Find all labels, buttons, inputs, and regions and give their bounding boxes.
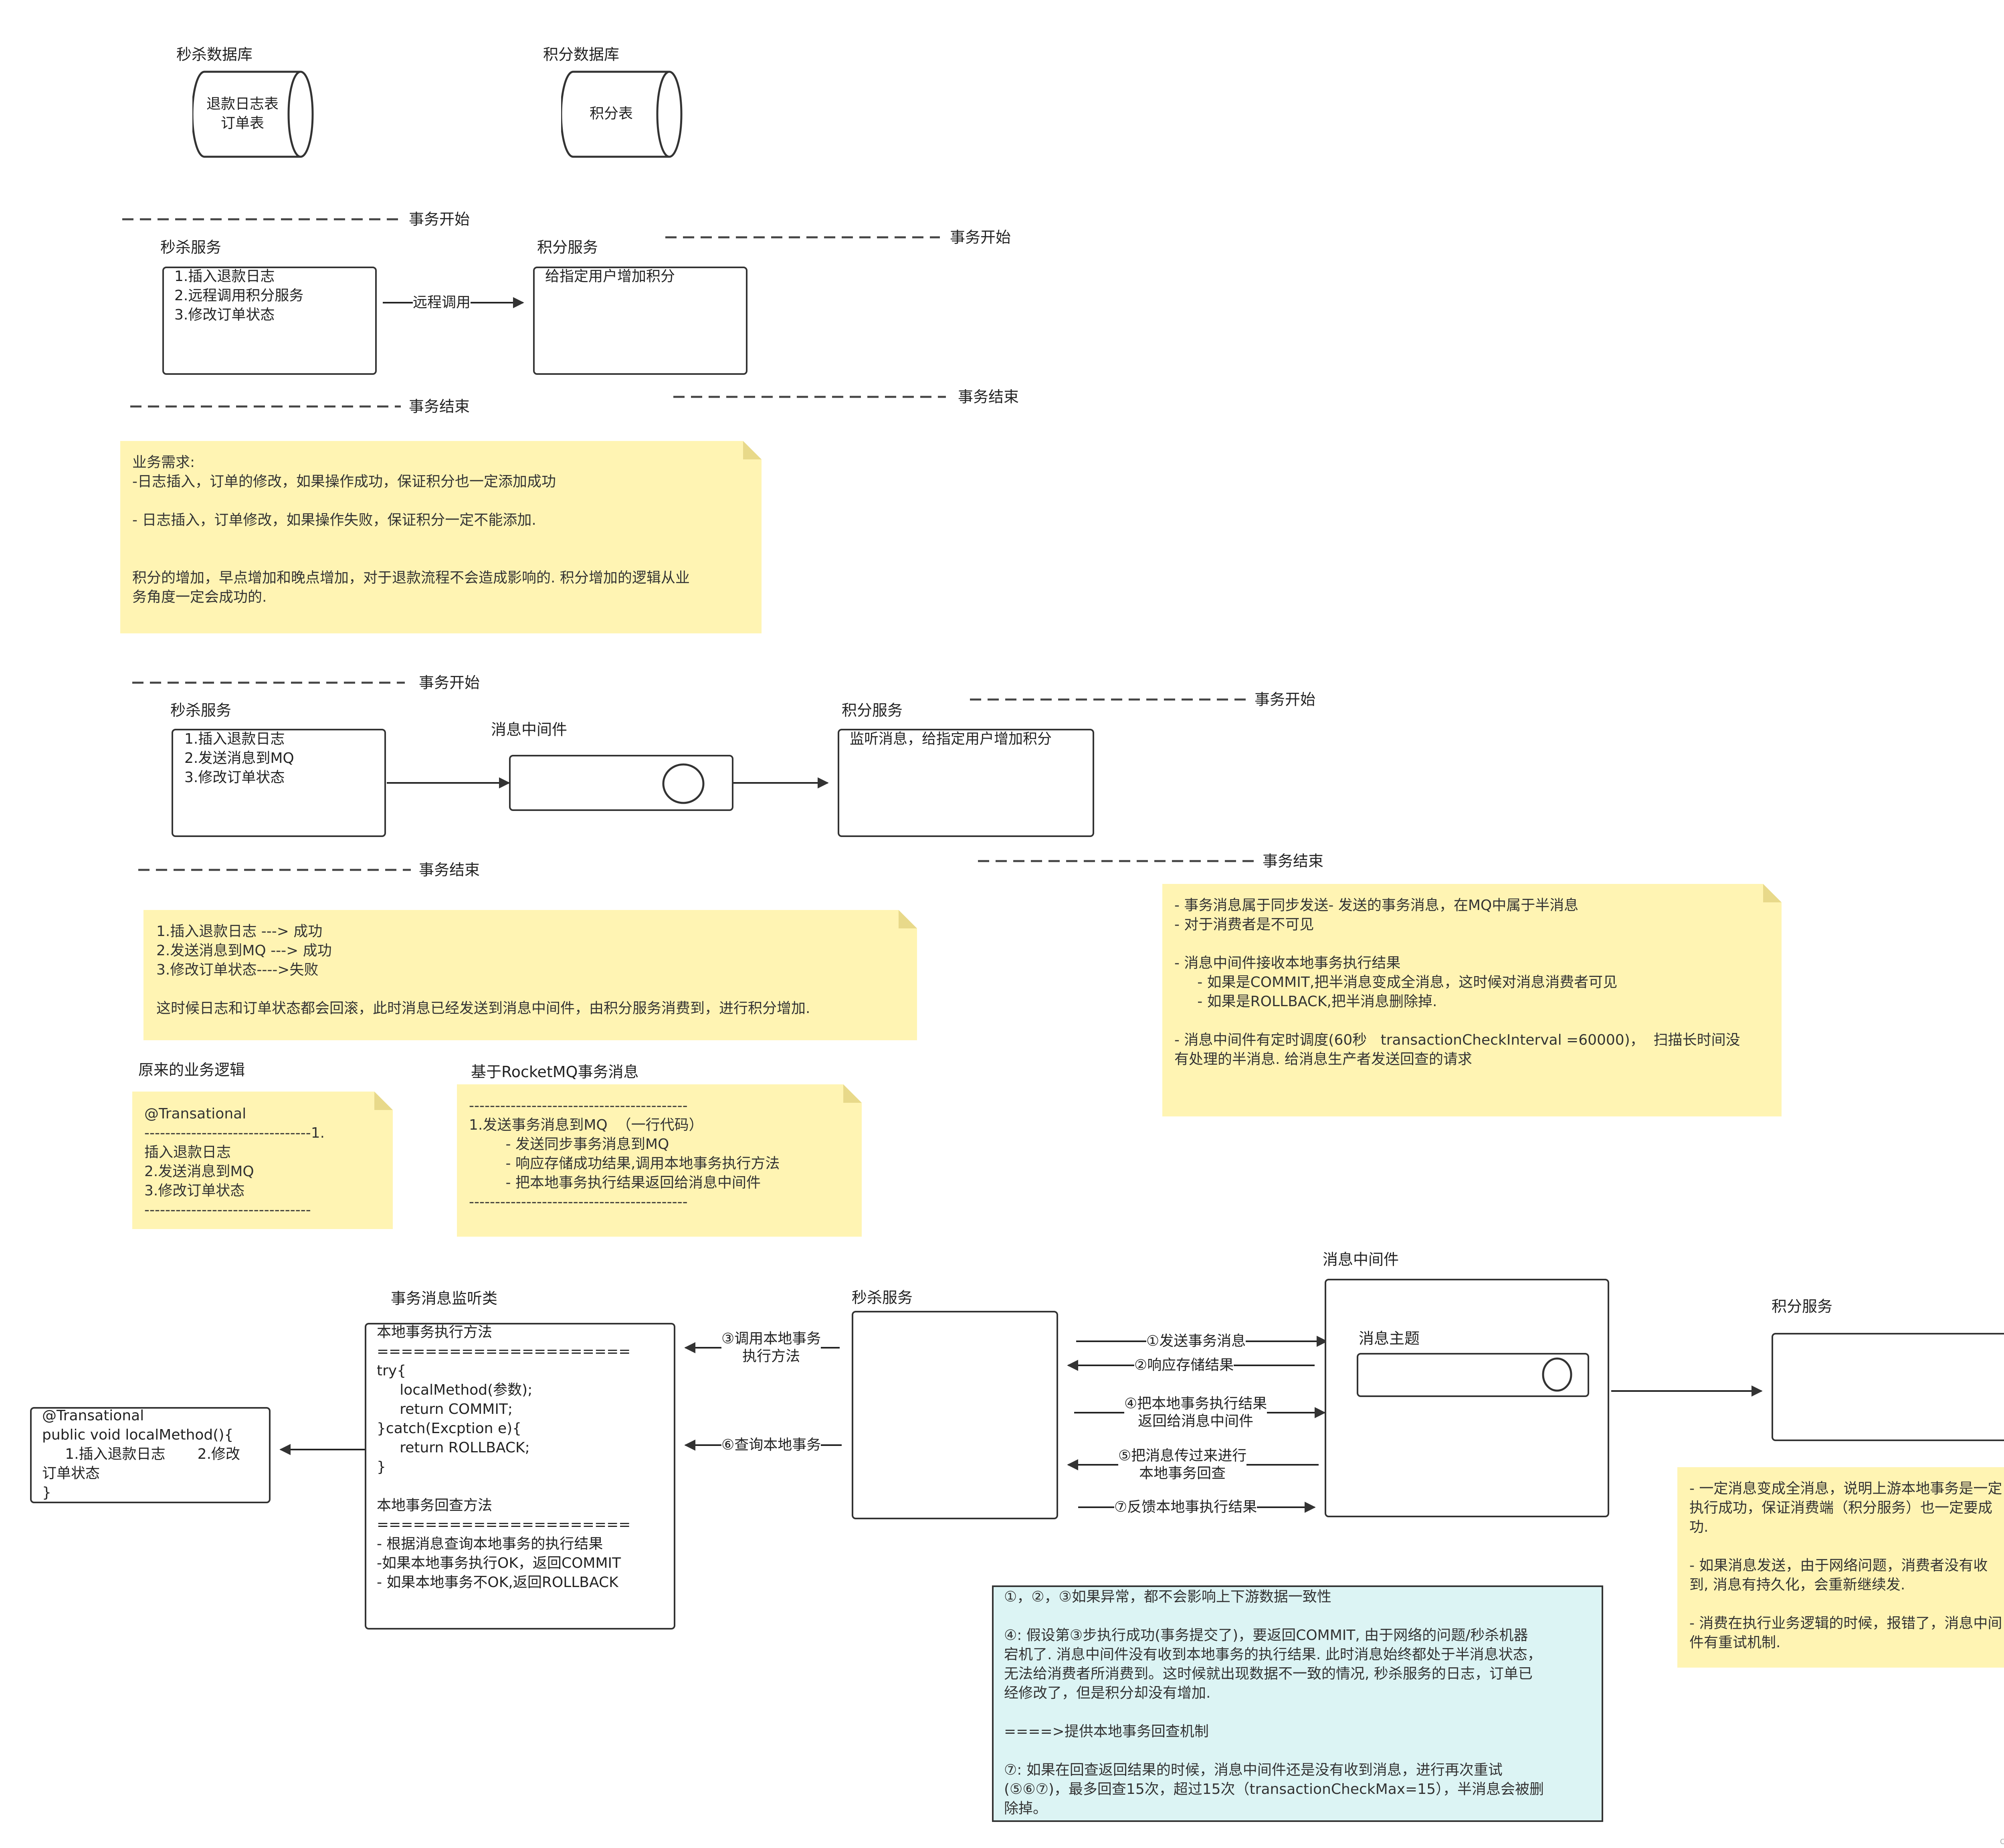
s2-tx-end-right: 事务结束 bbox=[1263, 852, 1324, 870]
transaction-boundaries bbox=[122, 218, 1255, 871]
points-guarantee-note bbox=[1677, 1467, 2004, 1668]
edge-return-result: ④把本地事务执行结果 返回给消息中间件 bbox=[1124, 1395, 1267, 1430]
edge-call-local: ③调用本地事务 执行方法 bbox=[721, 1330, 821, 1365]
s3-mq-box bbox=[1325, 1279, 1609, 1517]
local-method-box bbox=[30, 1407, 271, 1503]
s1-tx-end-left: 事务结束 bbox=[409, 398, 470, 415]
s3-points-title: 积分服务 bbox=[1772, 1298, 1833, 1315]
s2-seckill-steps: 1.插入退款日志 2.发送消息到MQ 3.修改订单状态 bbox=[184, 731, 294, 786]
original-logic-note bbox=[132, 1092, 393, 1229]
s2-tx-end-left: 事务结束 bbox=[419, 861, 480, 879]
edge-feedback: ⑦反馈本地事执行结果 bbox=[1114, 1498, 1257, 1516]
original-logic-title: 原来的业务逻辑 bbox=[138, 1061, 245, 1079]
s1-tx-end-right: 事务结束 bbox=[958, 388, 1019, 406]
failure-scenario-note bbox=[143, 910, 917, 1040]
s1-points-service-box bbox=[533, 267, 747, 375]
edge-pass-check: ⑤把消息传过来进行 本地事务回查 bbox=[1118, 1447, 1247, 1482]
s1-points-action: 给指定用户增加积分 bbox=[545, 268, 675, 285]
local-method-code: @Transational public void localMethod(){… bbox=[42, 1407, 240, 1501]
rocketmq-logic-text: ----------------------------------------… bbox=[469, 1098, 780, 1210]
points-guarantee-text: - 一定消息变成全消息，说明上游本地事务是一定 执行成功，保证消费端（积分服务）… bbox=[1689, 1480, 2002, 1651]
failure-analysis-text: ①，②，③如果异常，都不会影响上下游数据一致性 ④: 假设第③步执行成功(事务提… bbox=[1004, 1589, 1544, 1817]
s2-points-action: 监听消息，给指定用户增加积分 bbox=[850, 731, 1052, 747]
seckill-db-cylinder bbox=[192, 71, 314, 158]
edge-query-local: ⑥查询本地事务 bbox=[721, 1436, 821, 1454]
s2-points-title: 积分服务 bbox=[842, 702, 903, 719]
s2-mq-title: 消息中间件 bbox=[491, 721, 568, 738]
s3-mq-title: 消息中间件 bbox=[1323, 1251, 1399, 1268]
s3-seckill-service-box bbox=[852, 1311, 1058, 1519]
points-db-title: 积分数据库 bbox=[543, 46, 620, 63]
s2-tx-start-right: 事务开始 bbox=[1255, 691, 1316, 708]
s1-remote-call-label: 远程调用 bbox=[413, 294, 471, 311]
s3-points-service-box bbox=[1772, 1333, 2004, 1441]
s1-seckill-service-box bbox=[162, 267, 377, 375]
rocketmq-logic-title: 基于RocketMQ事务消息 bbox=[471, 1063, 639, 1081]
half-message-text: - 事务消息属于同步发送- 发送的事务消息，在MQ中属于半消息 - 对于消费者是… bbox=[1174, 897, 1740, 1068]
s1-seckill-title: 秒杀服务 bbox=[160, 239, 222, 256]
s1-tx-start-left: 事务开始 bbox=[409, 210, 470, 228]
s2-seckill-service-box bbox=[172, 729, 386, 837]
listener-code: 本地事务执行方法 ===================== try{ loca… bbox=[377, 1324, 631, 1591]
edge-store-result: ②响应存储结果 bbox=[1134, 1357, 1234, 1374]
requirements-note bbox=[120, 441, 762, 633]
half-message-note bbox=[1162, 884, 1782, 1116]
s3-topic-queue-icon bbox=[1542, 1357, 1572, 1392]
s1-tx-start-right: 事务开始 bbox=[950, 228, 1011, 246]
s3-topic-title: 消息主题 bbox=[1359, 1330, 1420, 1347]
failure-scenario-text: 1.插入退款日志 ---> 成功 2.发送消息到MQ ---> 成功 3.修改订… bbox=[156, 923, 810, 1017]
seckill-db-title: 秒杀数据库 bbox=[176, 46, 253, 63]
s2-tx-start-left: 事务开始 bbox=[419, 674, 480, 691]
edge-send-tx-msg: ①发送事务消息 bbox=[1146, 1332, 1246, 1350]
requirements-text: 业务需求: -日志插入，订单的修改，如果操作成功，保证积分也一定添加成功 - 日… bbox=[132, 454, 690, 605]
s2-seckill-title: 秒杀服务 bbox=[170, 702, 232, 719]
points-db-cylinder bbox=[561, 71, 683, 158]
listener-box bbox=[365, 1323, 675, 1630]
s1-seckill-steps: 1.插入退款日志 2.远程调用积分服务 3.修改订单状态 bbox=[174, 268, 304, 323]
s2-mq-queue-icon bbox=[662, 763, 705, 804]
footer-watermark: CSDN @复牌・某人 bbox=[2000, 1838, 2004, 1846]
seckill-db-tables: 退款日志表 订单表 bbox=[206, 96, 279, 131]
listener-title: 事务消息监听类 bbox=[391, 1290, 498, 1307]
rocketmq-logic-note bbox=[457, 1084, 862, 1237]
s2-points-service-box bbox=[838, 729, 1094, 837]
original-logic-text: @Transational --------------------------… bbox=[144, 1106, 325, 1218]
failure-analysis-box bbox=[992, 1585, 1603, 1822]
points-db-tables: 积分表 bbox=[589, 105, 633, 122]
s3-seckill-title: 秒杀服务 bbox=[852, 1289, 913, 1306]
s1-points-title: 积分服务 bbox=[537, 239, 598, 256]
